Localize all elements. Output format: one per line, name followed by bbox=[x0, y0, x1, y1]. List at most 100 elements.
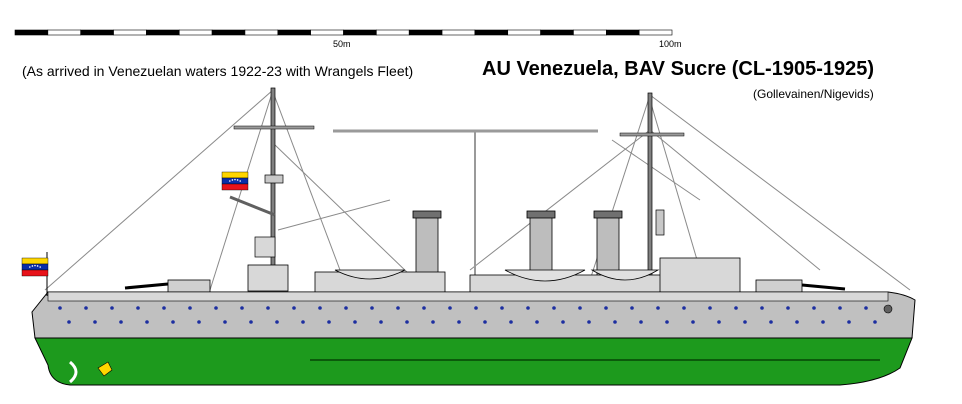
flag-stripe bbox=[21, 257, 49, 265]
porthole bbox=[405, 320, 409, 324]
author-credit: (Gollevainen/Nigevids) bbox=[753, 87, 874, 101]
porthole bbox=[630, 306, 634, 310]
porthole bbox=[873, 320, 877, 324]
funnels bbox=[412, 210, 623, 282]
porthole bbox=[431, 320, 435, 324]
porthole bbox=[552, 306, 556, 310]
flag-star bbox=[239, 180, 241, 182]
scale-segment bbox=[573, 29, 607, 36]
porthole bbox=[171, 320, 175, 324]
venezuela-flag-icon bbox=[21, 252, 49, 296]
ship-title: AU Venezuela, BAV Sucre (CL-1905-1925) bbox=[482, 58, 875, 80]
porthole bbox=[119, 320, 123, 324]
flag-star bbox=[234, 178, 236, 181]
porthole bbox=[110, 306, 114, 310]
porthole bbox=[656, 306, 660, 310]
porthole bbox=[682, 306, 686, 310]
porthole bbox=[587, 320, 591, 324]
scale-segment bbox=[540, 29, 574, 36]
scale-segment bbox=[376, 29, 410, 36]
scale-bar bbox=[14, 29, 673, 36]
porthole bbox=[717, 320, 721, 324]
scale-segment bbox=[408, 29, 443, 36]
porthole bbox=[370, 306, 374, 310]
porthole bbox=[639, 320, 643, 324]
scale-segment bbox=[441, 29, 476, 36]
mainmast bbox=[619, 92, 685, 279]
porthole bbox=[691, 320, 695, 324]
porthole bbox=[838, 306, 842, 310]
porthole bbox=[561, 320, 565, 324]
porthole bbox=[760, 306, 764, 310]
porthole bbox=[708, 306, 712, 310]
flag-star bbox=[34, 264, 36, 267]
porthole bbox=[535, 320, 539, 324]
porthole bbox=[509, 320, 513, 324]
porthole bbox=[266, 306, 270, 310]
porthole bbox=[188, 306, 192, 310]
porthole bbox=[769, 320, 773, 324]
flag-star bbox=[29, 266, 31, 268]
porthole bbox=[743, 320, 747, 324]
propeller-icon bbox=[68, 360, 113, 384]
aerial-wires bbox=[333, 129, 598, 290]
porthole bbox=[821, 320, 825, 324]
porthole bbox=[864, 306, 868, 310]
anchor-icon bbox=[883, 304, 893, 314]
porthole bbox=[292, 306, 296, 310]
scale-segment bbox=[146, 29, 180, 36]
flag-stripe bbox=[221, 183, 249, 191]
porthole bbox=[613, 320, 617, 324]
porthole bbox=[847, 320, 851, 324]
hull bbox=[31, 291, 916, 386]
porthole bbox=[275, 320, 279, 324]
porthole bbox=[483, 320, 487, 324]
scale-segment bbox=[244, 29, 279, 36]
porthole bbox=[578, 306, 582, 310]
porthole bbox=[474, 306, 478, 310]
porthole bbox=[249, 320, 253, 324]
porthole bbox=[786, 306, 790, 310]
flag-star bbox=[31, 265, 34, 267]
scale-segment bbox=[113, 29, 147, 36]
porthole bbox=[84, 306, 88, 310]
porthole bbox=[353, 320, 357, 324]
flag-stripe bbox=[221, 171, 249, 179]
porthole bbox=[214, 306, 218, 310]
portholes bbox=[58, 306, 877, 324]
porthole bbox=[240, 306, 244, 310]
porthole bbox=[327, 320, 331, 324]
flag-stripe bbox=[21, 269, 49, 277]
flag-star bbox=[236, 179, 239, 181]
scale-segment bbox=[507, 29, 541, 36]
scale-label-100m: 100m bbox=[659, 39, 682, 49]
scale-segment bbox=[310, 29, 344, 36]
porthole bbox=[734, 306, 738, 310]
porthole bbox=[67, 320, 71, 324]
scale-segment bbox=[211, 29, 246, 36]
porthole bbox=[396, 306, 400, 310]
porthole bbox=[422, 306, 426, 310]
flag-star bbox=[229, 180, 231, 182]
foremast bbox=[229, 87, 315, 279]
porthole bbox=[344, 306, 348, 310]
porthole bbox=[526, 306, 530, 310]
porthole bbox=[58, 306, 62, 310]
porthole bbox=[457, 320, 461, 324]
scale-segment bbox=[14, 29, 49, 36]
porthole bbox=[93, 320, 97, 324]
porthole bbox=[162, 306, 166, 310]
porthole bbox=[379, 320, 383, 324]
scale-segment bbox=[277, 29, 311, 36]
flag-star bbox=[231, 179, 234, 181]
porthole bbox=[301, 320, 305, 324]
porthole bbox=[665, 320, 669, 324]
rigging-lines bbox=[44, 89, 911, 291]
porthole bbox=[448, 306, 452, 310]
porthole bbox=[223, 320, 227, 324]
subtitle-caption: (As arrived in Venezuelan waters 1922-23… bbox=[22, 63, 414, 79]
scale-segment bbox=[178, 29, 213, 36]
scale-segment bbox=[605, 29, 640, 36]
scale-segment bbox=[47, 29, 81, 36]
